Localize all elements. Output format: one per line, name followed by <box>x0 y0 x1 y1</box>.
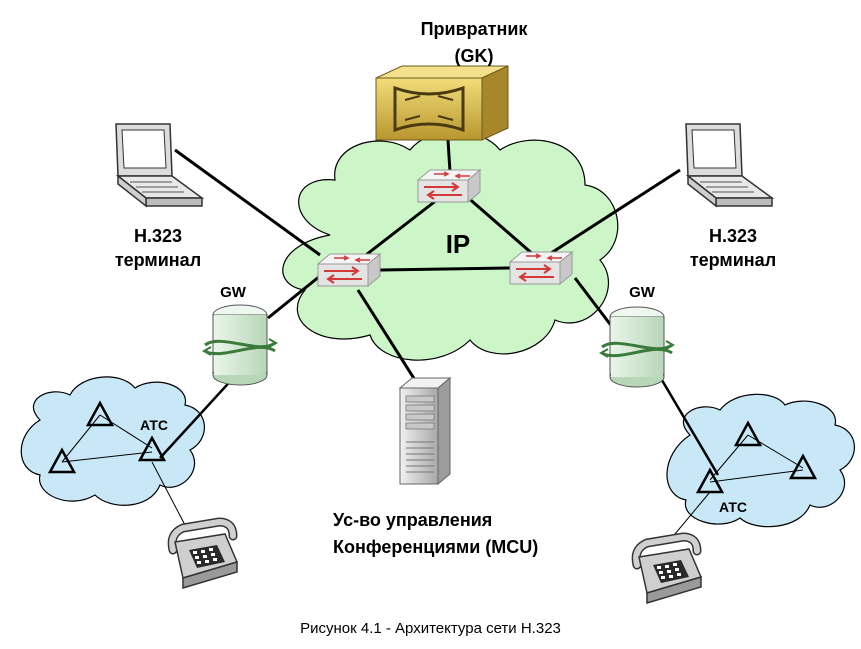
figure-caption: Рисунок 4.1 - Архитектура сети H.323 <box>300 620 561 637</box>
terminal-left-label-line2: терминал <box>115 250 201 270</box>
gateway-right-label: GW <box>629 284 656 301</box>
mcu-server-icon <box>398 376 452 486</box>
gatekeeper-label-line2: (GK) <box>455 46 494 66</box>
router-left <box>317 253 381 287</box>
router-top <box>417 169 481 203</box>
pstn-links <box>159 369 720 476</box>
terminal-right-label-line1: H.323 <box>709 226 757 246</box>
pstn-cloud-right <box>666 393 855 528</box>
gateway-left-label: GW <box>220 284 247 301</box>
phone-right-icon <box>636 537 701 603</box>
mcu-label-line2: Конференциями (MCU) <box>333 537 538 557</box>
terminal-left-label-line1: H.323 <box>134 226 182 246</box>
gateway-right-icon <box>599 305 675 389</box>
ip-cloud-label: IP <box>446 229 471 259</box>
pbx-left-label: АТС <box>140 417 168 433</box>
terminal-right-label-line2: терминал <box>690 250 776 270</box>
phone-left-icon <box>172 522 237 588</box>
gatekeeper-device <box>375 65 509 141</box>
gateway-left-icon <box>202 303 278 387</box>
pbx-network-right <box>669 420 818 541</box>
connection-lines <box>174 139 681 389</box>
pbx-right-label: АТС <box>719 499 747 515</box>
pbx-network-left <box>47 400 186 526</box>
router-right <box>509 251 573 285</box>
gatekeeper-label-line1: Привратник <box>421 19 529 39</box>
laptop-right-icon <box>685 123 773 207</box>
mcu-label-line1: Ус-во управления <box>333 510 492 530</box>
laptop-left-icon <box>115 123 203 207</box>
